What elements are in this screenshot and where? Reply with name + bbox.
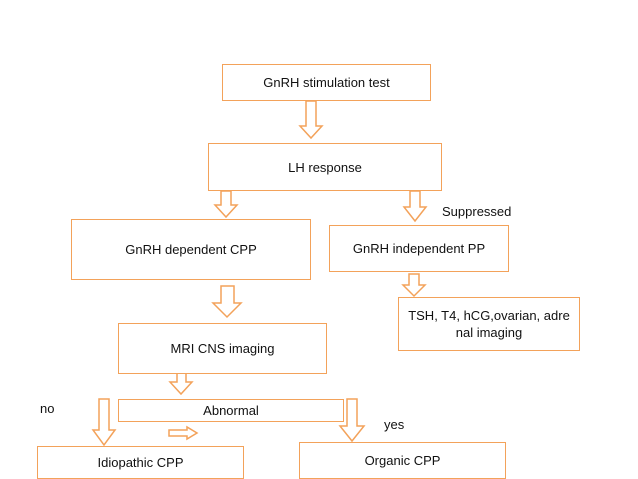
node-label-line1: TSH, T4, hCG,ovarian, adre [408,308,570,323]
node-label: Idiopathic CPP [97,455,184,470]
node-label: GnRH independent PP [352,241,486,256]
node-gnrh-stimulation-test: GnRH stimulation test [222,64,431,101]
node-abnormal: Abnormal [118,399,344,422]
node-label: MRI CNS imaging [170,341,275,356]
node-label: Organic CPP [364,453,441,468]
arrow-test-to-lh [298,100,324,140]
node-label: LH response [288,159,362,175]
node-mri-cns-imaging: MRI CNS imaging [118,323,327,374]
node-gnrh-independent-pp: GnRH independent PP [329,225,509,272]
arrow-abnormal-to-organic [338,398,366,443]
arrow-independent-to-workup [401,273,427,298]
arrow-lh-to-independent [402,190,428,223]
node-label: GnRH stimulation test [263,75,390,90]
arrow-dependent-to-mri [211,285,243,319]
label-yes: yes [384,417,405,432]
node-label: GnRH dependent CPP [125,242,257,257]
node-gnrh-dependent-cpp: GnRH dependent CPP [71,219,311,280]
node-idiopathic-cpp: Idiopathic CPP [37,446,244,479]
node-label: Abnormal [203,403,259,418]
arrow-mri-to-abnormal [168,372,194,396]
arrow-lh-to-dependent [213,190,239,219]
arrow-abnormal-to-idiopathic [91,398,117,447]
node-organic-cpp: Organic CPP [299,442,506,479]
label-no: no [40,401,55,416]
node-label-line2: nal imaging [455,325,523,340]
arrow-horizontal-small [168,425,199,441]
label-suppressed: Suppressed [442,204,512,219]
node-imaging-workup: TSH, T4, hCG,ovarian, adre nal imaging [398,297,580,351]
node-lh-response: LH response [208,143,442,191]
